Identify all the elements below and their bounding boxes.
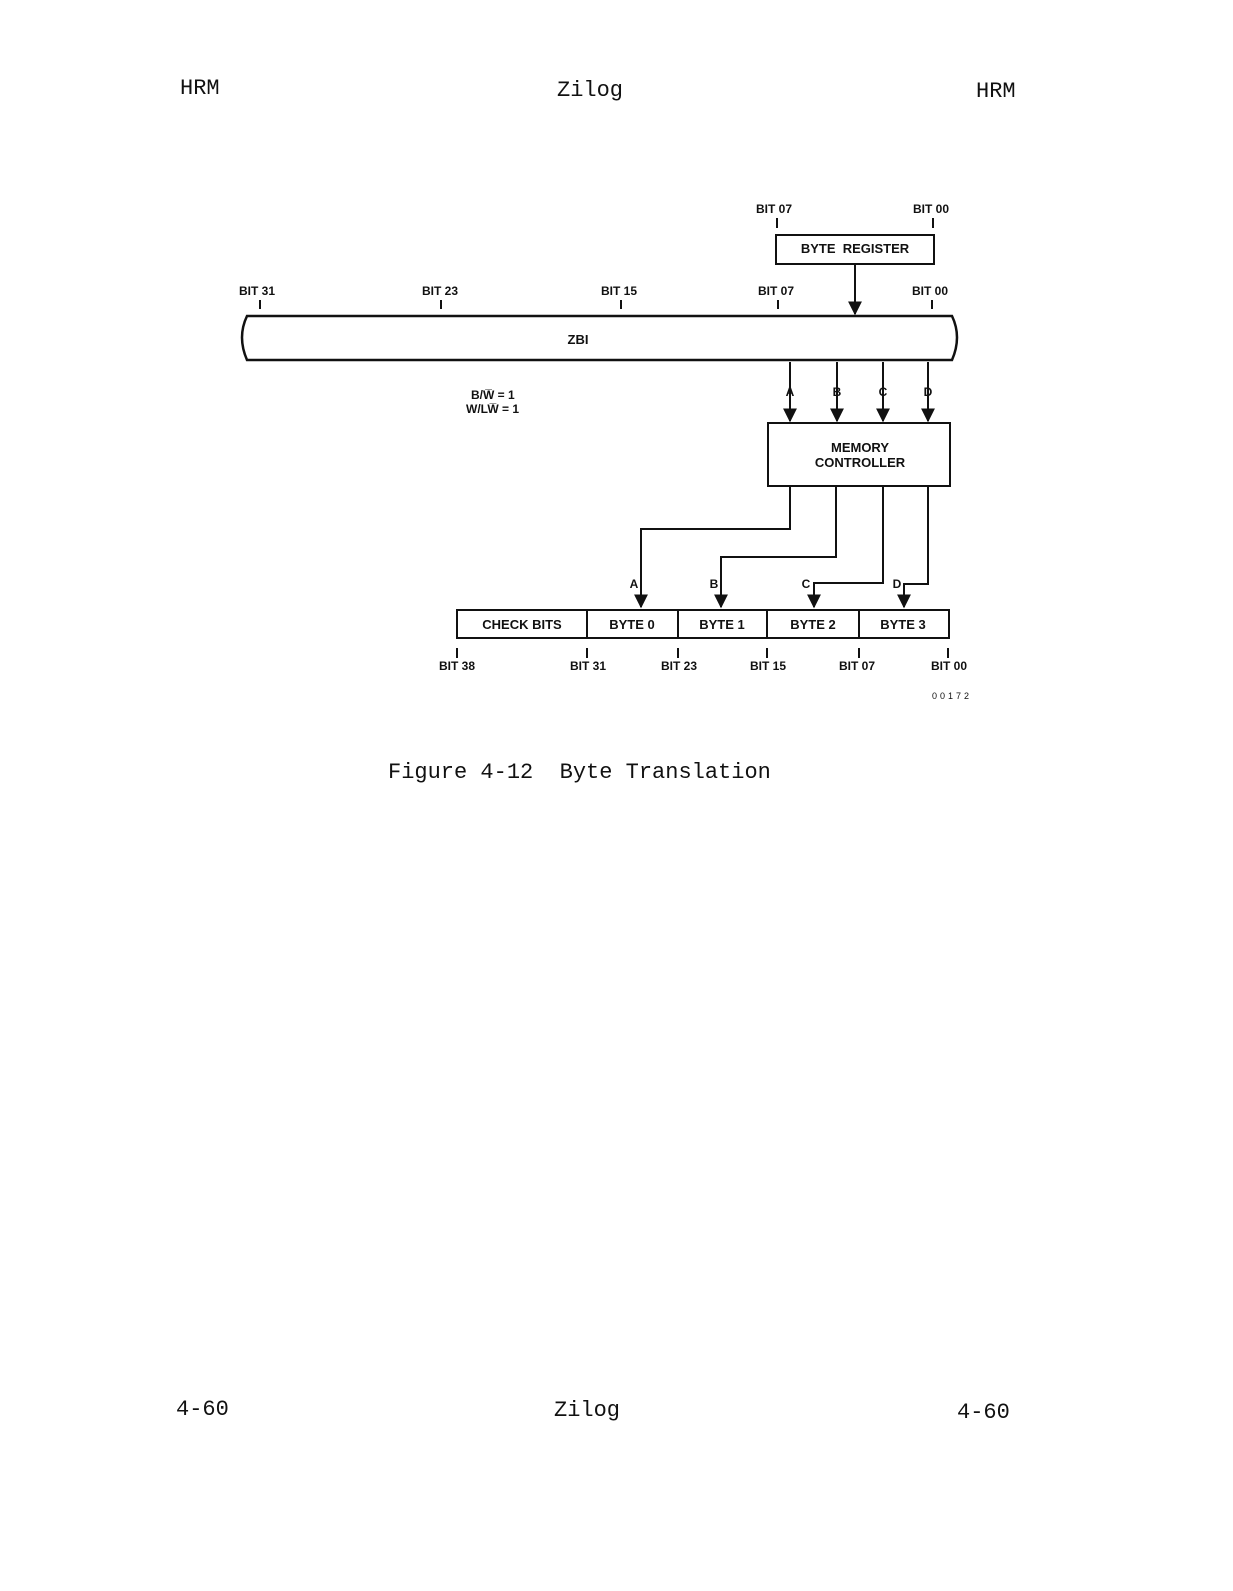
lane-d-label-out: D bbox=[893, 577, 902, 591]
zbi-label: ZBI bbox=[568, 332, 589, 347]
footer-center: Zilog bbox=[554, 1398, 620, 1423]
zbi-bit-15: BIT 15 bbox=[601, 284, 637, 298]
mode-line-2: W/LW̅ = 1 bbox=[466, 402, 519, 416]
storage-byte-3: BYTE 3 bbox=[880, 617, 926, 632]
memory-controller-line-1: MEMORY bbox=[831, 440, 889, 455]
zbi-bit-23: BIT 23 bbox=[422, 284, 458, 298]
memory-controller-line-2: CONTROLLER bbox=[815, 455, 906, 470]
lane-c-label-in: C bbox=[879, 385, 888, 399]
byte-register-bit-high: BIT 07 bbox=[756, 202, 792, 216]
lane-b-route bbox=[721, 486, 836, 607]
zbi-bus bbox=[242, 316, 957, 360]
footer-left: 4-60 bbox=[176, 1397, 229, 1422]
lane-b-label-in: B bbox=[833, 385, 842, 399]
figure-caption: Figure 4-12 Byte Translation bbox=[388, 760, 771, 785]
zbi-bit-00: BIT 00 bbox=[912, 284, 948, 298]
storage-bit-31: BIT 31 bbox=[570, 659, 606, 673]
byte-register-bit-low: BIT 00 bbox=[913, 202, 949, 216]
storage-bit-15: BIT 15 bbox=[750, 659, 786, 673]
mode-line-1: B/W̅ = 1 bbox=[471, 388, 515, 402]
zbi-bit-07: BIT 07 bbox=[758, 284, 794, 298]
lane-c-route bbox=[814, 486, 883, 607]
storage-byte-1: BYTE 1 bbox=[699, 617, 745, 632]
storage-byte-2: BYTE 2 bbox=[790, 617, 836, 632]
storage-bit-23: BIT 23 bbox=[661, 659, 697, 673]
lane-d-label-in: D bbox=[924, 385, 933, 399]
storage-check-bits: CHECK BITS bbox=[482, 617, 562, 632]
lane-b-label-out: B bbox=[710, 577, 719, 591]
byte-translation-diagram: BIT 07 BIT 00 BYTE REGISTER BIT 31 BIT 2… bbox=[0, 0, 1233, 760]
storage-byte-0: BYTE 0 bbox=[609, 617, 655, 632]
figure-id: 00172 bbox=[932, 691, 972, 701]
lane-a-label-in: A bbox=[786, 385, 795, 399]
storage-bit-38: BIT 38 bbox=[439, 659, 475, 673]
zbi-bit-31: BIT 31 bbox=[239, 284, 275, 298]
storage-bit-00: BIT 00 bbox=[931, 659, 967, 673]
byte-register-label: BYTE REGISTER bbox=[801, 241, 910, 256]
footer-right: 4-60 bbox=[957, 1400, 1010, 1425]
lane-a-label-out: A bbox=[630, 577, 639, 591]
lane-c-label-out: C bbox=[802, 577, 811, 591]
storage-bit-07: BIT 07 bbox=[839, 659, 875, 673]
lane-d-route bbox=[904, 486, 928, 607]
